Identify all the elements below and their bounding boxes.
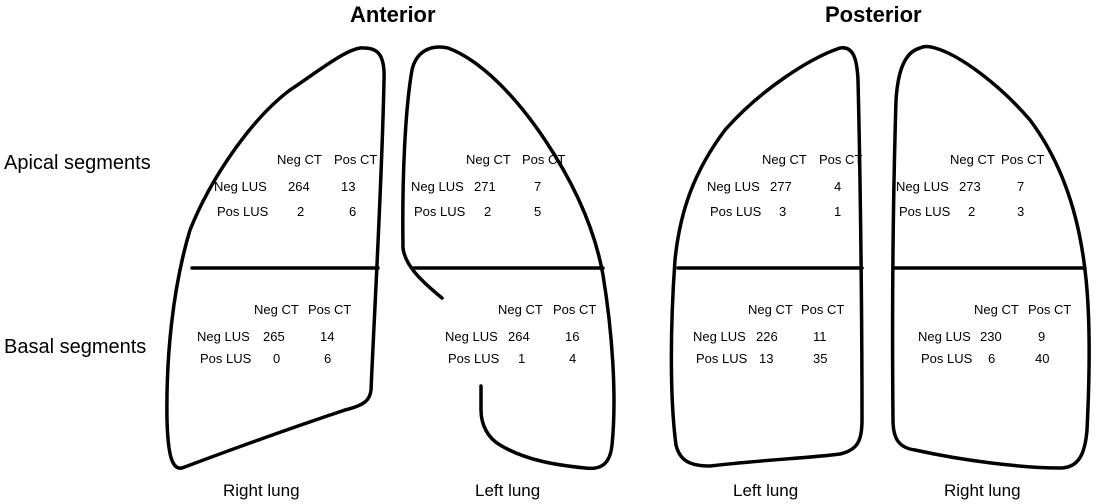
header-neg-ct: Neg CT	[950, 152, 995, 167]
cell-neg-lus-pos-ct: 11	[813, 329, 827, 344]
cell-neg-lus-neg-ct: 264	[508, 329, 530, 344]
row-pos-lus-label: Pos LUS	[899, 204, 951, 219]
cell-pos-lus-neg-ct: 13	[759, 351, 774, 366]
header-neg-ct: Neg CT	[748, 302, 793, 317]
header-neg-ct: Neg CT	[277, 152, 322, 167]
cell-neg-lus-neg-ct: 226	[756, 329, 778, 344]
header-pos-ct: Pos CT	[1001, 152, 1045, 167]
header-neg-ct: Neg CT	[254, 302, 299, 317]
cell-neg-lus-neg-ct: 273	[959, 179, 981, 194]
cell-pos-lus-pos-ct: 4	[569, 351, 577, 366]
row-neg-lus-label: Neg LUS	[445, 329, 498, 344]
basal-segments-label: Basal segments	[4, 336, 147, 358]
header-pos-ct: Pos CT	[801, 302, 845, 317]
row-neg-lus-label: Neg LUS	[214, 179, 267, 194]
anterior-right-lung-outline	[165, 46, 386, 470]
cell-pos-lus-pos-ct: 40	[1035, 351, 1050, 366]
cell-neg-lus-pos-ct: 14	[320, 329, 335, 344]
anterior-right-lung-label: Right lung	[223, 481, 300, 500]
posterior-right-lung-outline	[890, 44, 1091, 470]
cell-neg-lus-neg-ct: 265	[263, 329, 285, 344]
header-neg-ct: Neg CT	[974, 302, 1019, 317]
header-pos-ct: Pos CT	[334, 152, 378, 167]
cell-pos-lus-neg-ct: 1	[518, 351, 526, 366]
cell-neg-lus-neg-ct: 264	[288, 179, 310, 194]
cell-pos-lus-pos-ct: 6	[324, 351, 332, 366]
header-pos-ct: Pos CT	[522, 152, 566, 167]
cell-neg-lus-neg-ct: 230	[980, 329, 1002, 344]
cell-neg-lus-pos-ct: 16	[565, 329, 580, 344]
row-pos-lus-label: Pos LUS	[414, 204, 466, 219]
anterior-left-lung-outline	[401, 45, 616, 471]
cell-pos-lus-neg-ct: 2	[484, 204, 492, 219]
cell-neg-lus-pos-ct: 13	[341, 179, 356, 194]
cell-pos-lus-pos-ct: 1	[834, 204, 842, 219]
cell-neg-lus-pos-ct: 4	[834, 179, 842, 194]
row-neg-lus-label: Neg LUS	[707, 179, 760, 194]
cell-neg-lus-pos-ct: 7	[1017, 179, 1025, 194]
cell-pos-lus-pos-ct: 6	[349, 204, 357, 219]
cell-pos-lus-pos-ct: 3	[1017, 204, 1025, 219]
row-pos-lus-label: Pos LUS	[217, 204, 269, 219]
header-neg-ct: Neg CT	[498, 302, 543, 317]
cell-pos-lus-neg-ct: 0	[273, 351, 281, 366]
cell-neg-lus-neg-ct: 271	[474, 179, 496, 194]
cell-pos-lus-pos-ct: 35	[813, 351, 828, 366]
anterior-left-lung-label: Left lung	[475, 481, 541, 500]
apical-segments-label: Apical segments	[4, 152, 151, 174]
header-pos-ct: Pos CT	[819, 152, 863, 167]
posterior-title: Posterior	[825, 2, 922, 27]
row-pos-lus-label: Pos LUS	[921, 351, 973, 366]
cell-neg-lus-pos-ct: 7	[534, 179, 542, 194]
row-neg-lus-label: Neg LUS	[693, 329, 746, 344]
posterior-right-lung-label: Right lung	[944, 481, 1021, 500]
row-pos-lus-label: Pos LUS	[200, 351, 252, 366]
header-neg-ct: Neg CT	[762, 152, 807, 167]
posterior-left-lung-outline	[669, 46, 864, 468]
row-pos-lus-label: Pos LUS	[710, 204, 762, 219]
cell-neg-lus-neg-ct: 277	[770, 179, 792, 194]
cell-pos-lus-neg-ct: 6	[988, 351, 996, 366]
header-pos-ct: Pos CT	[553, 302, 597, 317]
cell-pos-lus-neg-ct: 3	[779, 204, 787, 219]
header-pos-ct: Pos CT	[1028, 302, 1072, 317]
header-neg-ct: Neg CT	[466, 152, 511, 167]
cell-pos-lus-neg-ct: 2	[297, 204, 305, 219]
cell-neg-lus-pos-ct: 9	[1038, 329, 1046, 344]
anterior-title: Anterior	[350, 2, 436, 27]
row-neg-lus-label: Neg LUS	[896, 179, 949, 194]
row-neg-lus-label: Neg LUS	[197, 329, 250, 344]
cell-pos-lus-neg-ct: 2	[968, 204, 976, 219]
header-pos-ct: Pos CT	[308, 302, 352, 317]
row-pos-lus-label: Pos LUS	[696, 351, 748, 366]
row-neg-lus-label: Neg LUS	[411, 179, 464, 194]
cell-pos-lus-pos-ct: 5	[534, 204, 542, 219]
posterior-left-lung-label: Left lung	[733, 481, 799, 500]
row-neg-lus-label: Neg LUS	[918, 329, 971, 344]
row-pos-lus-label: Pos LUS	[448, 351, 500, 366]
